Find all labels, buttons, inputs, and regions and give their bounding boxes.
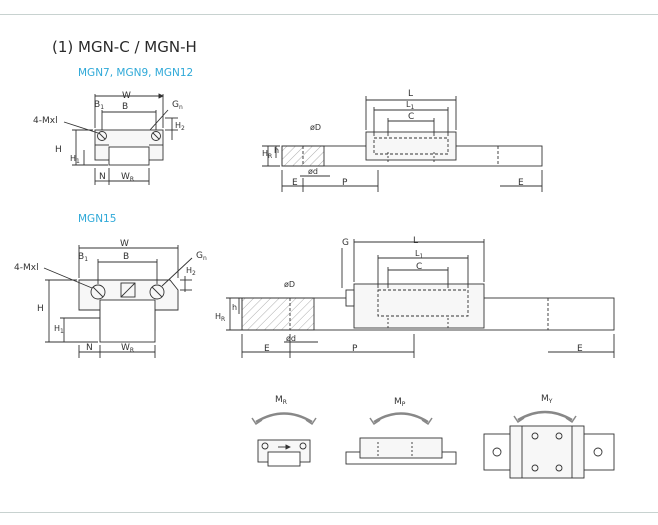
mgn15-front-view <box>43 245 193 358</box>
moment-my-diagram <box>483 410 615 479</box>
label-MY: MY <box>541 394 553 405</box>
label-L-small: L <box>408 89 413 99</box>
label-P-mgn15: P <box>352 344 358 354</box>
label-P-small: P <box>342 178 348 188</box>
label-C-small: C <box>408 112 414 122</box>
label-h-small: h <box>274 146 279 155</box>
label-H2-small: H2 <box>175 121 185 132</box>
moment-mr-diagram <box>251 412 317 467</box>
bottom-border <box>0 512 658 525</box>
label-W-small: W <box>122 91 131 101</box>
label-B-mgn15: B <box>123 252 129 262</box>
label-d-mgn15: ød <box>286 334 296 343</box>
label-C-mgn15: C <box>416 262 422 272</box>
label-E-mgn15-right: E <box>577 344 583 354</box>
label-HR-small: HR <box>262 149 272 160</box>
label-N-small: N <box>99 172 106 182</box>
page-title: (1) MGN-C / MGN-H <box>52 38 197 56</box>
label-Gn-small: Gn <box>172 100 183 111</box>
label-M-mgn15: 4-Mxl <box>14 263 39 273</box>
label-D-mgn15: øD <box>284 280 295 289</box>
small-front-view <box>63 93 178 185</box>
group-label-small: MGN7, MGN9, MGN12 <box>78 67 194 79</box>
label-H2-mgn15: H2 <box>186 266 196 277</box>
label-H1-mgn15: H1 <box>54 324 64 335</box>
small-side-view <box>262 96 543 192</box>
label-HR-mgn15: HR <box>215 312 225 323</box>
label-E-small-right: E <box>518 178 524 188</box>
label-h-mgn15: h <box>232 303 237 312</box>
label-WR-mgn15: WR <box>121 343 134 354</box>
label-D-small: øD <box>310 123 321 132</box>
group-label-mgn15: MGN15 <box>78 213 117 225</box>
label-E-small-left: E <box>292 178 298 188</box>
label-WR-small: WR <box>121 172 134 183</box>
label-B1-small: B1 <box>94 100 104 111</box>
moment-mp-diagram <box>345 412 457 465</box>
label-H1-small: H1 <box>70 154 80 165</box>
label-H-mgn15: H <box>37 304 44 314</box>
label-B1-mgn15: B1 <box>78 252 88 263</box>
label-d-small: ød <box>308 167 318 176</box>
label-M-small: 4-Mxl <box>33 116 58 126</box>
label-Gn-mgn15: Gn <box>196 251 207 262</box>
mgn15-side-view <box>226 239 615 358</box>
label-N-mgn15: N <box>86 343 93 353</box>
label-W-mgn15: W <box>120 239 129 249</box>
label-B-small: B <box>122 102 128 112</box>
label-L1-small: L1 <box>406 100 414 111</box>
label-G-mgn15: G <box>342 238 349 248</box>
label-H-small: H <box>55 145 62 155</box>
top-border <box>0 0 658 15</box>
label-E-mgn15-left: E <box>264 344 270 354</box>
label-L-mgn15: L <box>413 236 418 246</box>
label-MP: MP <box>394 397 406 408</box>
label-L1-mgn15: L1 <box>415 249 423 260</box>
label-MR: MR <box>275 395 287 406</box>
